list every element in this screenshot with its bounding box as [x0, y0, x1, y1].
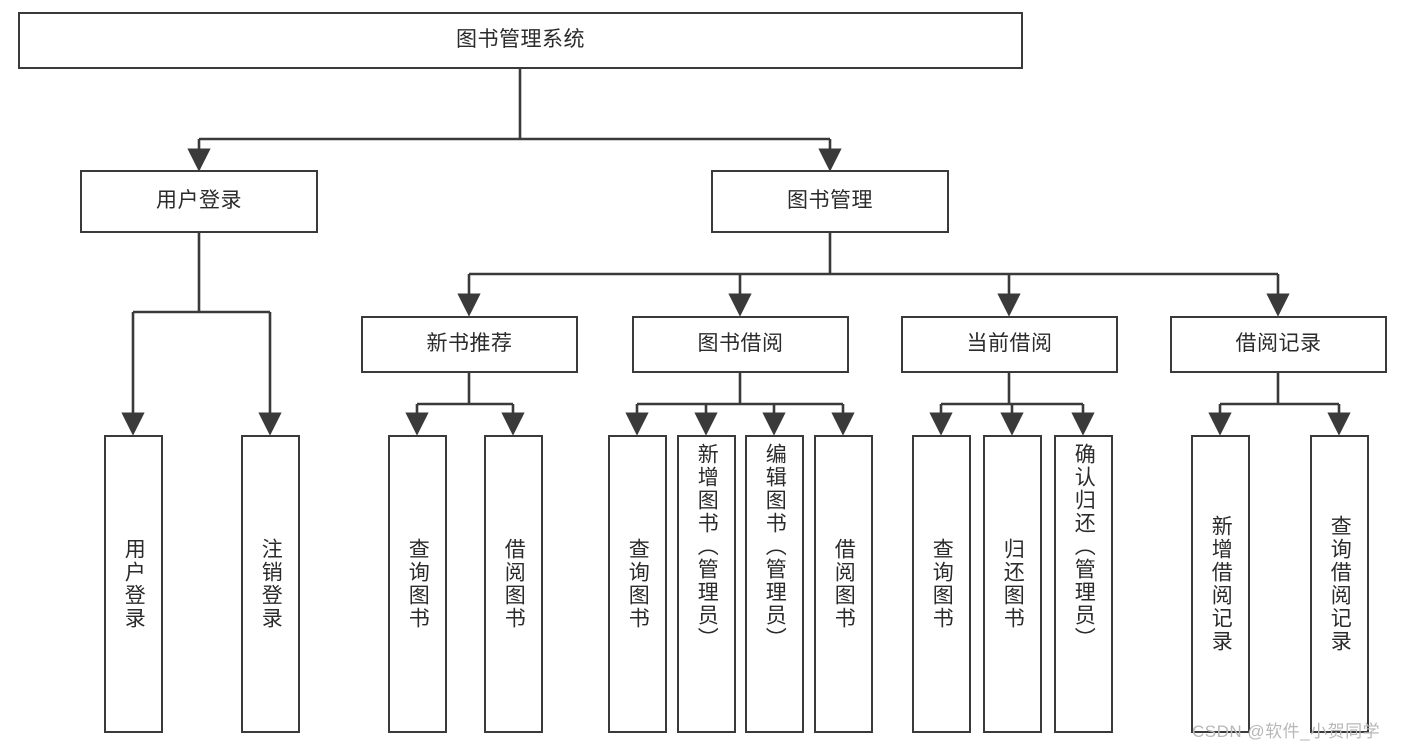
node-new-book-recommend-label: 新书推荐	[426, 332, 513, 356]
node-current-borrow[interactable]: 当前借阅	[901, 316, 1118, 373]
leaf-add-borrow-record[interactable]: 新增借阅记录	[1191, 435, 1250, 733]
leaf-query-book-3-label: 查询图书	[930, 538, 954, 630]
leaf-user-login-label: 用户登录	[122, 538, 146, 630]
node-user-login-label: 用户登录	[156, 189, 242, 213]
leaf-query-book-1[interactable]: 查询图书	[388, 435, 447, 733]
leaf-query-borrow-record[interactable]: 查询借阅记录	[1310, 435, 1369, 733]
leaf-borrow-book-1[interactable]: 借阅图书	[484, 435, 543, 733]
node-borrow-record[interactable]: 借阅记录	[1170, 316, 1387, 373]
leaf-user-login[interactable]: 用户登录	[104, 435, 163, 733]
node-root-label: 图书管理系统	[456, 28, 585, 52]
watermark: CSDN @软件_小贺同学	[1192, 722, 1381, 741]
node-root[interactable]: 图书管理系统	[18, 12, 1023, 69]
node-borrow-record-label: 借阅记录	[1235, 332, 1322, 356]
leaf-query-book-2[interactable]: 查询图书	[608, 435, 667, 733]
leaf-query-book-3[interactable]: 查询图书	[912, 435, 971, 733]
leaf-add-book-admin[interactable]: 新增图书（管理员）	[677, 435, 736, 733]
leaf-borrow-book-2[interactable]: 借阅图书	[814, 435, 873, 733]
node-book-management[interactable]: 图书管理	[711, 170, 949, 233]
leaf-borrow-book-1-label: 借阅图书	[502, 538, 526, 630]
node-book-borrow-label: 图书借阅	[697, 332, 784, 356]
leaf-query-book-1-label: 查询图书	[406, 538, 430, 630]
node-current-borrow-label: 当前借阅	[966, 332, 1053, 356]
leaf-return-book-label: 归还图书	[1001, 538, 1025, 630]
node-book-borrow[interactable]: 图书借阅	[632, 316, 849, 373]
node-new-book-recommend[interactable]: 新书推荐	[361, 316, 578, 373]
leaf-query-borrow-record-label: 查询借阅记录	[1328, 515, 1352, 653]
leaf-logout[interactable]: 注销登录	[241, 435, 300, 733]
leaf-borrow-book-2-label: 借阅图书	[832, 538, 856, 630]
leaf-add-borrow-record-label: 新增借阅记录	[1209, 515, 1233, 653]
leaf-confirm-return-admin-label: 确认归还（管理员）	[1072, 443, 1096, 650]
node-user-login[interactable]: 用户登录	[80, 170, 318, 233]
leaf-query-book-2-label: 查询图书	[626, 538, 650, 630]
leaf-edit-book-admin-label: 编辑图书（管理员）	[763, 443, 787, 650]
node-book-management-label: 图书管理	[787, 189, 873, 213]
leaf-confirm-return-admin[interactable]: 确认归还（管理员）	[1054, 435, 1113, 733]
leaf-logout-label: 注销登录	[259, 538, 283, 630]
leaf-return-book[interactable]: 归还图书	[983, 435, 1042, 733]
leaf-edit-book-admin[interactable]: 编辑图书（管理员）	[745, 435, 804, 733]
leaf-add-book-admin-label: 新增图书（管理员）	[695, 443, 719, 650]
